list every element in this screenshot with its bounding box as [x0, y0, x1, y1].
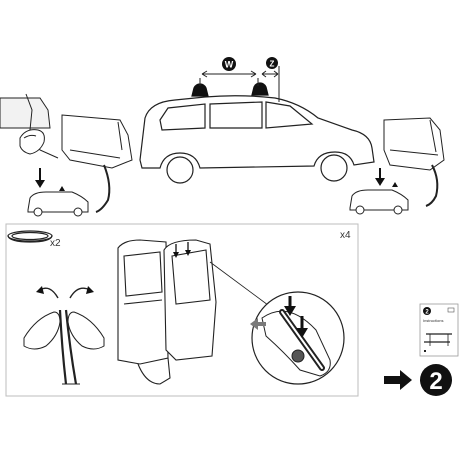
next-step-number: 2 — [429, 368, 442, 395]
hands-spreading-seal — [23, 309, 105, 385]
width-dimension — [199, 70, 259, 86]
width-label: W — [225, 60, 234, 70]
detail-pointer-line — [209, 261, 273, 309]
thumbnail-caption: Instructions — [423, 318, 443, 323]
down-arrow-icon — [185, 250, 191, 256]
seal-count-label: x2 — [50, 238, 61, 249]
thumbnail-number: 2 — [425, 310, 429, 316]
position-marker-icon — [59, 186, 65, 191]
door-seal-roll — [7, 230, 53, 243]
car-side-open-door — [117, 239, 217, 385]
down-arrow-icon — [173, 252, 179, 258]
arrow-head-left — [36, 286, 44, 294]
door-count-label: x4 — [340, 230, 351, 241]
down-arrow-icon — [284, 296, 296, 316]
vehicle-thumbnail-right — [349, 189, 409, 215]
door-edge-detail-left — [0, 93, 133, 213]
door-edge-detail-right — [383, 117, 445, 207]
seal-detail-zoom — [251, 291, 345, 385]
offset-dimension — [261, 66, 280, 102]
arrow-head-right — [86, 286, 94, 294]
width-badge: W — [222, 57, 236, 71]
vehicle-side-view — [139, 82, 375, 184]
offset-badge: Z — [266, 57, 278, 69]
down-arrow-icon — [296, 316, 308, 338]
next-step-badge[interactable]: 2 — [420, 364, 452, 396]
vehicle-thumbnail-left — [27, 191, 89, 217]
instructions-thumbnail: 2 Instructions — [419, 303, 459, 357]
position-marker-icon — [392, 182, 398, 187]
left-arrow-icon — [250, 318, 266, 330]
offset-label: Z — [270, 60, 275, 69]
right-arrow-icon — [384, 370, 412, 390]
down-arrow-icon — [35, 168, 45, 188]
down-arrow-icon — [375, 168, 385, 186]
